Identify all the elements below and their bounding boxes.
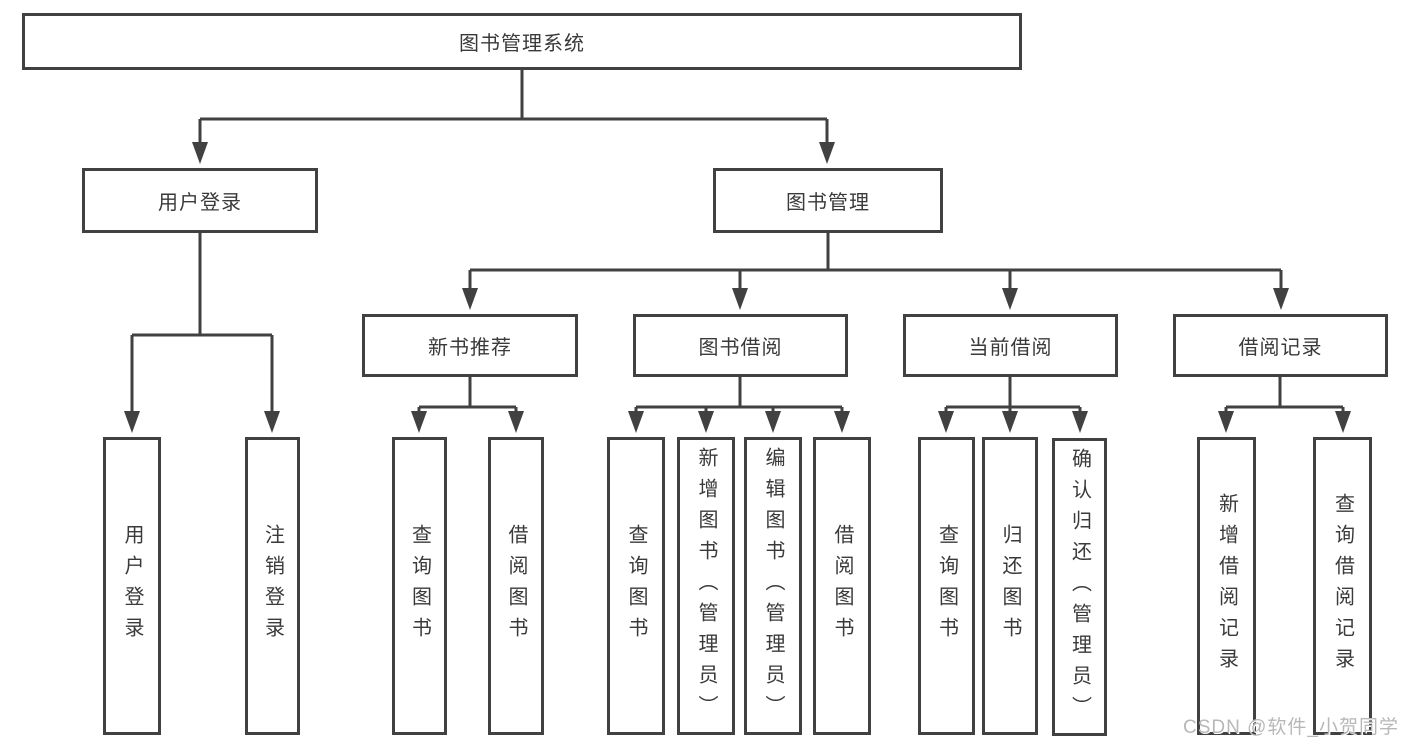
arrowhead [938, 411, 954, 433]
arrowhead [462, 288, 478, 310]
node-current-borrow: 当前借阅 [903, 314, 1118, 377]
arrowhead [192, 142, 208, 164]
arrowhead [1335, 411, 1351, 433]
node-book-borrow-label: 图书借阅 [698, 337, 783, 359]
connector-book-management-to-children [462, 233, 1289, 310]
node-leaf-query-books-recommend-label: 查询图书 [408, 524, 431, 648]
node-leaf-logout: 注销登录 [245, 437, 300, 735]
connector-current-borrow-to-children [938, 377, 1088, 433]
node-new-book-recommend-label: 新书推荐 [428, 337, 512, 359]
arrowhead [732, 288, 748, 310]
node-leaf-add-books-admin-label: 新增图书（管理员） [695, 446, 717, 726]
node-leaf-add-borrow-record-label: 新增借阅记录 [1215, 493, 1238, 679]
node-leaf-query-books-current: 查询图书 [918, 437, 975, 735]
node-borrow-records-label: 借阅记录 [1238, 337, 1323, 359]
node-leaf-user-login: 用户登录 [103, 437, 161, 735]
connector-new-book-recommend-to-children [411, 377, 524, 433]
arrowhead [1072, 411, 1088, 433]
node-leaf-borrow-books-recommend: 借阅图书 [488, 437, 544, 735]
arrowhead [1002, 288, 1018, 310]
node-leaf-return-books: 归还图书 [982, 437, 1038, 735]
arrowhead [508, 411, 524, 433]
node-leaf-user-login-label: 用户登录 [121, 524, 143, 648]
arrowhead [411, 411, 427, 433]
node-root-label: 图书管理系统 [459, 33, 585, 55]
arrowhead [765, 411, 781, 433]
node-leaf-query-books-recommend: 查询图书 [392, 437, 447, 735]
arrowhead [819, 142, 835, 164]
arrowhead [1218, 411, 1234, 433]
node-root: 图书管理系统 [22, 13, 1022, 70]
node-leaf-query-borrow-record: 查询借阅记录 [1313, 437, 1372, 735]
node-leaf-logout-label: 注销登录 [261, 524, 284, 648]
node-leaf-confirm-return-admin: 确认归还（管理员） [1052, 438, 1107, 736]
node-leaf-query-books-current-label: 查询图书 [935, 524, 958, 648]
node-user-login: 用户登录 [82, 168, 318, 233]
node-leaf-add-books-admin: 新增图书（管理员） [677, 437, 735, 735]
connector-user-login-to-children [124, 233, 280, 433]
arrowhead [698, 411, 714, 433]
node-leaf-query-borrow-record-label: 查询借阅记录 [1331, 493, 1354, 679]
node-leaf-confirm-return-admin-label: 确认归还（管理员） [1068, 447, 1091, 727]
node-leaf-borrow-books-recommend-label: 借阅图书 [505, 524, 527, 648]
node-borrow-records: 借阅记录 [1173, 314, 1388, 377]
node-leaf-edit-books-admin-label: 编辑图书（管理员） [762, 446, 784, 726]
node-book-borrow: 图书借阅 [633, 314, 848, 377]
arrowhead [1002, 411, 1018, 433]
node-leaf-return-books-label: 归还图书 [999, 524, 1021, 648]
node-user-login-label: 用户登录 [158, 192, 242, 214]
node-leaf-query-books-borrow: 查询图书 [607, 437, 665, 735]
node-leaf-borrow-books: 借阅图书 [813, 437, 871, 735]
node-leaf-borrow-books-label: 借阅图书 [831, 524, 853, 648]
node-book-management-label: 图书管理 [786, 192, 870, 214]
csdn-watermark: CSDN @软件_小贺同学 [1183, 717, 1399, 738]
connector-book-borrow-to-children [628, 377, 850, 433]
arrowhead [1273, 288, 1289, 310]
arrowhead [124, 411, 140, 433]
node-new-book-recommend: 新书推荐 [362, 314, 578, 377]
connector-root-to-level2 [192, 70, 835, 164]
arrowhead [834, 411, 850, 433]
node-leaf-edit-books-admin: 编辑图书（管理员） [744, 437, 802, 735]
node-current-borrow-label: 当前借阅 [968, 337, 1053, 359]
node-leaf-query-books-borrow-label: 查询图书 [625, 524, 647, 648]
node-leaf-add-borrow-record: 新增借阅记录 [1197, 437, 1256, 735]
connector-borrow-records-to-children [1218, 377, 1351, 433]
node-book-management: 图书管理 [713, 168, 943, 233]
arrowhead [628, 411, 644, 433]
arrowhead [264, 411, 280, 433]
